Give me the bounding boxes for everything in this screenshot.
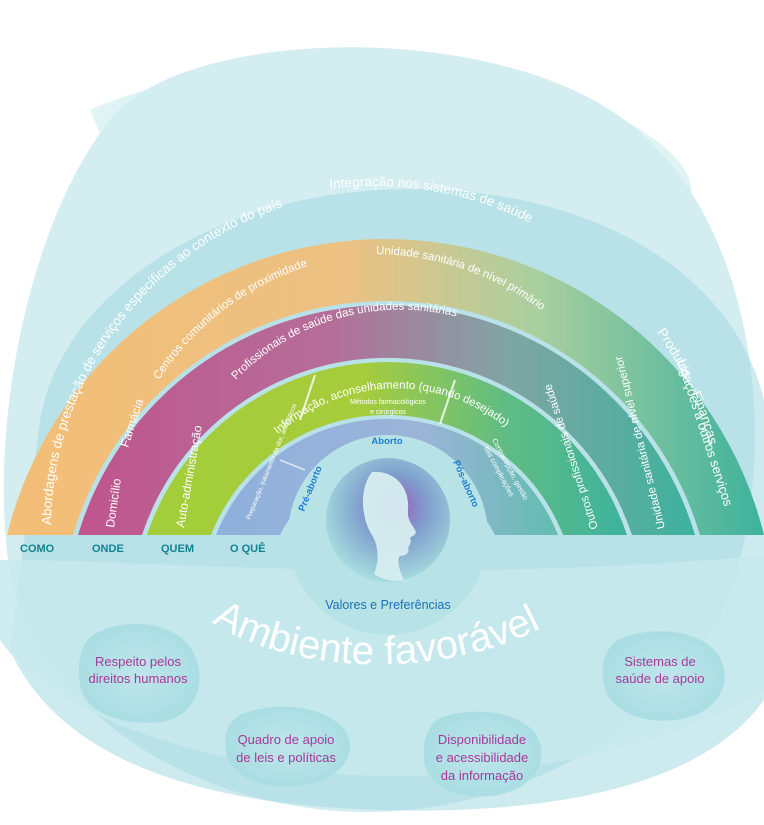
arc-quem	[147, 362, 627, 535]
bubble-quadro-line1: Quadro de apoio	[238, 732, 335, 747]
center-label: Valores e Preferências	[325, 598, 451, 612]
face-silhouette-icon	[362, 471, 416, 581]
bubble-respeito: Respeito pelos direitos humanos	[78, 623, 200, 723]
bubble-shape	[78, 623, 200, 723]
arc-divider	[279, 459, 306, 471]
row-label-onde: ONDE	[92, 543, 124, 555]
phase-label-aborto: Aborto	[371, 436, 402, 447]
bubble-quadro-line2: de leis e políticas	[236, 750, 336, 765]
arc-como	[7, 239, 764, 535]
row-label-oque: O QUÊ	[230, 542, 265, 555]
arc-oque	[216, 418, 558, 535]
row-label-como: COMO	[20, 543, 55, 555]
bubble-respeito-line2: direitos humanos	[89, 671, 188, 686]
rainbow-arcs	[7, 239, 764, 535]
arc-divider	[439, 379, 456, 425]
bubble-shape	[602, 631, 725, 721]
center-emblem	[288, 435, 488, 635]
row-labels: COMO ONDE QUEM O QUÊ	[20, 542, 265, 555]
arc-divider	[299, 374, 316, 421]
onde-label-domicilio: Domicílio	[103, 477, 124, 528]
bubble-shape	[225, 706, 350, 787]
bubble-sistemas-line2: saúde de apoio	[616, 671, 705, 686]
bubble-disponibilidade-line3: da informação	[441, 768, 523, 783]
arc-onde	[78, 305, 695, 535]
bubble-disponibilidade: Disponibilidade e acessibilidade da info…	[423, 711, 542, 797]
bubble-sistemas-line1: Sistemas de	[624, 654, 696, 669]
bubble-disponibilidade-line1: Disponibilidade	[438, 732, 526, 747]
bubble-shape	[423, 711, 542, 797]
oque-label-metodos-1: Métodos farmacológicos	[350, 399, 426, 406]
oque-label-metodos-2: e cirúrgicos	[370, 409, 406, 416]
background-blob	[0, 555, 764, 777]
background-blob	[90, 61, 692, 200]
row-label-quem: QUEM	[161, 543, 194, 555]
bubble-disponibilidade-line2: e acessibilidade	[436, 750, 529, 765]
bubble-respeito-line1: Respeito pelos	[95, 654, 181, 669]
bubble-sistemas: Sistemas de saúde de apoio	[602, 631, 725, 721]
bubble-quadro: Quadro de apoio de leis e políticas	[225, 706, 350, 787]
